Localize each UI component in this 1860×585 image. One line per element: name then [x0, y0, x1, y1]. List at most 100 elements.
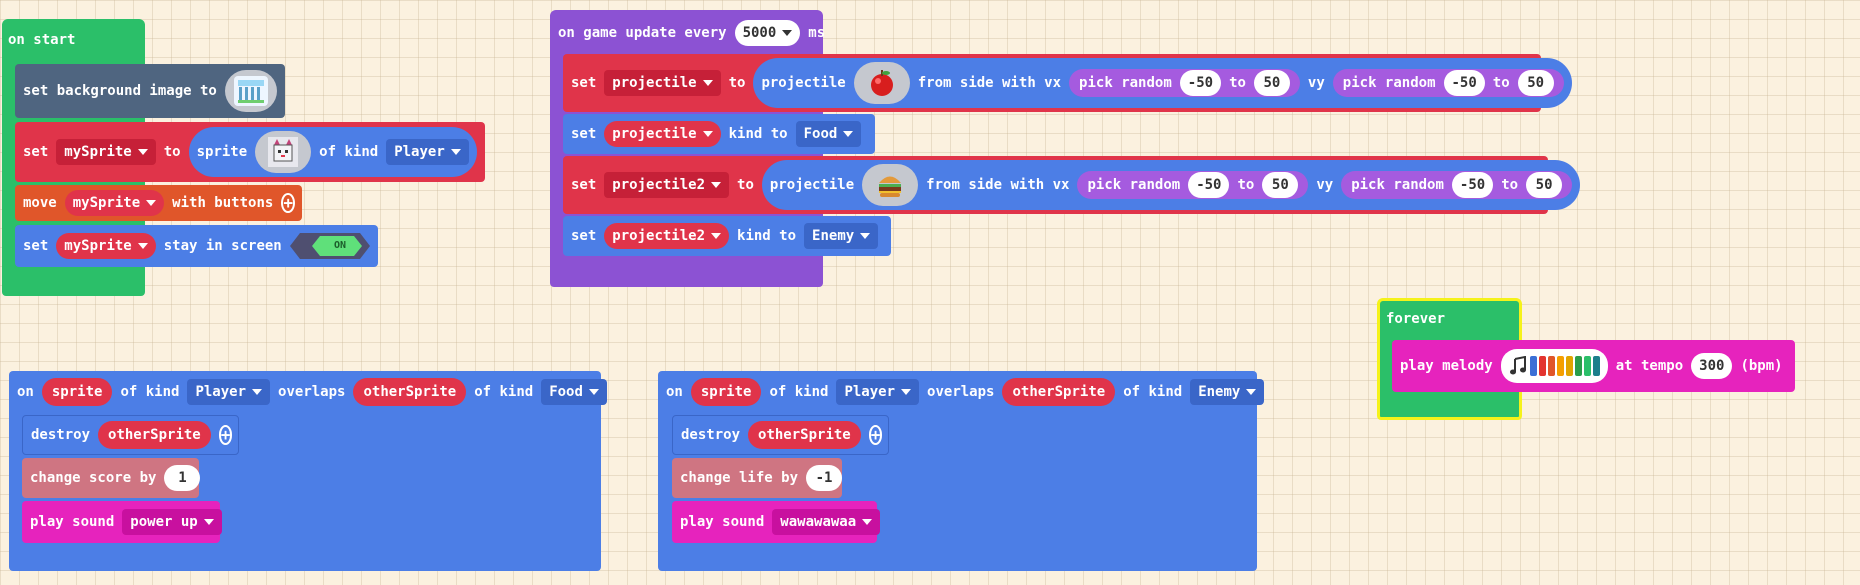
to-label: to: [737, 177, 754, 193]
random-max-field[interactable]: 50: [1517, 70, 1554, 96]
sprite-image-picker[interactable]: [255, 131, 312, 173]
add-parameter-icon[interactable]: +: [218, 425, 233, 445]
stay-in-screen-block[interactable]: set mySprite stay in screen: [15, 225, 378, 267]
projectile-image-picker[interactable]: [853, 62, 910, 104]
apple-sprite-icon: [870, 70, 893, 96]
set-projectile-block[interactable]: set projectile to projectile from side w…: [563, 54, 1572, 112]
other-sprite-parameter-label: otherSprite: [1012, 384, 1106, 400]
chevron-down-icon: [450, 149, 461, 155]
projectile-variable-dropdown[interactable]: projectile: [604, 70, 721, 96]
background-thumbnail-icon: [233, 76, 268, 106]
move-with-buttons-block[interactable]: move mySprite with buttons +: [15, 185, 302, 221]
kind-to-label: kind to: [728, 126, 788, 142]
mysprite-variable-label: mySprite: [64, 144, 132, 160]
projectile2-variable-dropdown[interactable]: projectile2: [604, 172, 730, 198]
projectile2-image-picker[interactable]: [862, 164, 919, 206]
destroy-block[interactable]: destroy otherSprite +: [22, 415, 239, 455]
change-life-block[interactable]: change life by -1: [672, 458, 843, 498]
interval-unit-label: ms: [808, 25, 826, 41]
kind-player-dropdown[interactable]: Player: [836, 379, 920, 405]
rand-to-label: to: [1492, 75, 1510, 91]
pick-random-label: pick random: [1087, 177, 1181, 193]
destroy-block[interactable]: destroy otherSprite +: [672, 415, 889, 455]
change-life-value[interactable]: -1: [806, 465, 843, 491]
change-score-value[interactable]: 1: [164, 465, 201, 491]
set-projectile-kind-block[interactable]: set projectile kind to Food: [563, 114, 875, 154]
set-projectile2-block[interactable]: set projectile2 to projectile from side …: [563, 156, 1581, 214]
kind-player-dropdown[interactable]: Player: [386, 139, 469, 165]
random-min-field[interactable]: -50: [1451, 172, 1494, 198]
kind-food-dropdown[interactable]: Food: [541, 379, 607, 405]
mysprite-variable-dropdown[interactable]: mySprite: [56, 139, 156, 165]
random-max-field[interactable]: 50: [1253, 70, 1290, 96]
random-max-field[interactable]: 50: [1526, 172, 1563, 198]
sprite-create-reporter[interactable]: sprite of kind Player: [188, 127, 477, 177]
kind-player-dropdown[interactable]: Player: [187, 379, 271, 405]
kind-enemy-dropdown[interactable]: Enemy: [1190, 379, 1265, 405]
pick-random-label: pick random: [1079, 75, 1172, 91]
sound-dropdown[interactable]: wawawawaa: [772, 509, 881, 535]
destroy-other-sprite[interactable]: otherSprite: [748, 421, 861, 449]
pick-random-vy[interactable]: pick random -50 to 50: [1332, 69, 1564, 97]
background-image-picker[interactable]: [224, 70, 277, 112]
melody-editor[interactable]: [1500, 349, 1608, 383]
set-projectile2-kind-block[interactable]: set projectile2 kind to Enemy: [563, 216, 891, 256]
destroy-other-sprite[interactable]: otherSprite: [98, 421, 211, 449]
play-melody-label: play melody: [1400, 358, 1493, 374]
projectile-kind-variable-dropdown[interactable]: projectile: [604, 121, 721, 147]
projectile2-kind-variable-dropdown[interactable]: projectile2: [604, 223, 730, 249]
set-label: set: [23, 144, 49, 160]
sound-label: power up: [130, 514, 198, 530]
projectile-label: projectile: [769, 177, 855, 193]
on-toggle-switch[interactable]: [289, 231, 370, 261]
sprite-parameter[interactable]: sprite: [41, 378, 113, 406]
projectile2-from-side-reporter[interactable]: projectile from side with vx pick random…: [761, 160, 1581, 210]
random-min-field[interactable]: -50: [1179, 70, 1222, 96]
of-kind-label: of kind: [769, 384, 829, 400]
play-sound-block[interactable]: play sound wawawawaa: [672, 501, 881, 543]
stay-sprite-dropdown[interactable]: mySprite: [56, 233, 156, 259]
of-kind-label: of kind: [120, 384, 180, 400]
chevron-down-icon: [702, 131, 713, 137]
on-label: on: [666, 384, 683, 400]
random-max-field[interactable]: 50: [1262, 172, 1299, 198]
random-min-field[interactable]: -50: [1443, 70, 1485, 96]
random-min-field[interactable]: -50: [1188, 172, 1230, 198]
to-label: to: [728, 75, 746, 91]
pick-random-vx[interactable]: pick random -50 to 50: [1077, 171, 1309, 199]
set-mysprite-block[interactable]: set mySprite to sprite of kind Player: [15, 122, 485, 182]
with-buttons-label: with buttons: [172, 195, 274, 211]
change-score-block[interactable]: change score by 1: [22, 458, 201, 498]
on-label: on: [17, 384, 34, 400]
pick-random-vx[interactable]: pick random -50 to 50: [1069, 69, 1300, 97]
kind-to-label: kind to: [737, 228, 797, 244]
set-label: set: [571, 126, 597, 142]
play-sound-label: play sound: [680, 514, 765, 530]
chevron-down-icon: [203, 519, 214, 525]
music-note-icon: [1509, 356, 1526, 375]
sprite-parameter[interactable]: sprite: [690, 378, 762, 406]
tempo-field[interactable]: 300: [1691, 353, 1733, 379]
set-background-block[interactable]: set background image to: [15, 64, 285, 118]
projectile-from-side-reporter[interactable]: projectile from side with vx pick random…: [753, 58, 1572, 108]
of-kind-label: of kind: [319, 144, 379, 160]
kind-enemy-dropdown[interactable]: Enemy: [804, 223, 879, 249]
add-parameter-icon[interactable]: +: [281, 193, 295, 213]
play-sound-block[interactable]: play sound power up: [22, 501, 222, 543]
pick-random-label: pick random: [1342, 75, 1436, 91]
sound-dropdown[interactable]: power up: [122, 509, 222, 535]
move-sprite-dropdown[interactable]: mySprite: [64, 190, 165, 216]
kind-food-dropdown[interactable]: Food: [795, 121, 862, 147]
chevron-down-icon: [1246, 389, 1257, 395]
set-label: set: [571, 228, 597, 244]
melody-note-5: [1565, 356, 1573, 376]
pick-random-vy[interactable]: pick random -50 to 50: [1341, 171, 1573, 199]
play-melody-block[interactable]: play melody at tempo 300 (bpm): [1392, 340, 1795, 392]
set-label: set: [571, 177, 597, 193]
other-sprite-parameter[interactable]: otherSprite: [353, 378, 467, 406]
interval-value: 5000: [742, 25, 777, 41]
interval-dropdown[interactable]: 5000: [734, 20, 801, 46]
chevron-down-icon: [843, 131, 854, 137]
other-sprite-parameter[interactable]: otherSprite: [1002, 378, 1116, 406]
add-parameter-icon[interactable]: +: [868, 425, 883, 445]
